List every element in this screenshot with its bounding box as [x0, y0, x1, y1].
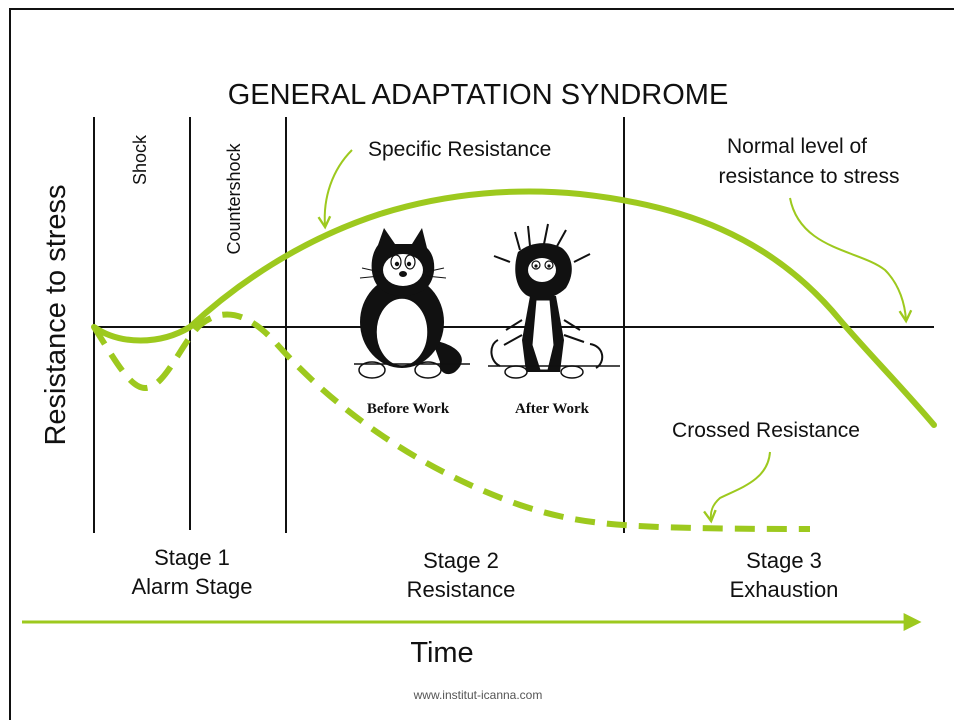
- normal-level-arrow: [789, 197, 906, 320]
- stage2-name: Resistance: [407, 577, 516, 602]
- crossed-resistance-label: Crossed Resistance: [672, 419, 860, 442]
- phase-countershock-label: Countershock: [224, 142, 244, 254]
- stage1-name: Alarm Stage: [131, 574, 252, 599]
- phase-shock-label: Shock: [130, 134, 150, 185]
- y-axis-label: Resistance to stress: [40, 184, 72, 445]
- normal-level-label-line2: resistance to stress: [719, 165, 900, 188]
- specific-resistance-label: Specific Resistance: [368, 138, 551, 161]
- footer-url: www.institut-icanna.com: [413, 688, 543, 702]
- slide-frame: [9, 8, 954, 720]
- normal-level-label-line1: Normal level of: [727, 135, 867, 158]
- stage2-number: Stage 2: [423, 548, 499, 573]
- stage3-name: Exhaustion: [730, 577, 839, 602]
- cat-before-work-illustration: [354, 228, 470, 379]
- stage3-number: Stage 3: [746, 548, 822, 573]
- cat-after-work-illustration: [488, 223, 620, 379]
- stage1-number: Stage 1: [154, 545, 230, 570]
- x-axis-label: Time: [410, 637, 473, 669]
- specific-resistance-arrow: [325, 149, 353, 226]
- crossed-resistance-curve: [91, 311, 811, 532]
- before-work-caption: Before Work: [367, 401, 450, 417]
- after-work-caption: After Work: [515, 401, 590, 417]
- diagram-title: GENERAL ADAPTATION SYNDROME: [228, 79, 729, 111]
- specific-resistance-curve: [91, 188, 937, 428]
- crossed-resistance-arrow: [711, 451, 771, 520]
